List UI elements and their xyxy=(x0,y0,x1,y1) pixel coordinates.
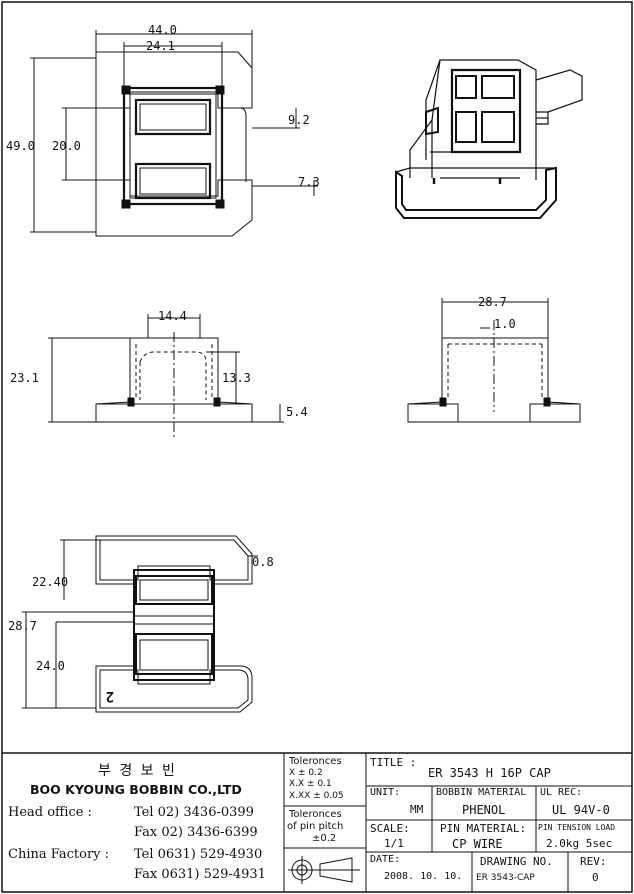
china-factory-label: China Factory : xyxy=(8,847,110,862)
dim-side-overall-width: 28.7 xyxy=(478,295,507,309)
dim-front-body-height: 13.3 xyxy=(222,371,251,385)
ul-rec-label: UL REC: xyxy=(540,787,583,798)
ul-rec-value: UL 94V-0 xyxy=(552,803,610,817)
dim-front-overall-height: 23.1 xyxy=(10,371,39,385)
top-view xyxy=(30,30,318,237)
pin-material-label: PIN MATERIAL: xyxy=(440,822,527,835)
pin-material-value: CP WIRE xyxy=(452,837,503,851)
date-label: DATE: xyxy=(370,854,401,865)
drawing-no-label: DRAWING NO. xyxy=(480,855,553,868)
dim-front-base-height: 5.4 xyxy=(286,405,308,419)
dim-bottom-overall-height: 28.7 xyxy=(8,619,37,633)
rev-value: 0 xyxy=(592,871,599,884)
pin-tension-value: 2.0kg 5sec xyxy=(546,837,613,850)
unit-label: UNIT: xyxy=(370,787,401,798)
tolerance-xxx: X.XX ± 0.05 xyxy=(289,791,344,801)
bobbin-material-label: BOBBIN MATERIAL xyxy=(436,787,527,798)
head-office-tel: Tel 02) 3436-0399 xyxy=(134,805,254,820)
tolerance-x: X ± 0.2 xyxy=(289,768,323,778)
pin-mark: 2 xyxy=(106,688,114,704)
pin-tolerance-header: Toleronces xyxy=(289,809,342,820)
isometric-view xyxy=(395,59,583,219)
title-label: TITLE : xyxy=(370,756,417,769)
dim-top-lower-offset: 7.3 xyxy=(298,175,320,189)
dim-front-inner-width: 14.4 xyxy=(158,309,187,323)
head-office-label: Head office : xyxy=(8,805,92,820)
title-block-frame xyxy=(2,752,632,892)
side-view xyxy=(407,298,581,423)
drawing-no-value: ER 3543-CAP xyxy=(476,873,535,883)
date-value: 2008. 10. 10. xyxy=(384,871,463,882)
dim-top-overall-height: 49.0 xyxy=(6,139,35,153)
dim-top-window-span: 20.0 xyxy=(52,139,81,153)
tolerances-header: Toleronces xyxy=(289,756,342,767)
pin-tension-label: PIN TENSION LOAD xyxy=(538,823,616,832)
title-value: ER 3543 H 16P CAP xyxy=(428,766,551,780)
scale-label: SCALE: xyxy=(370,822,410,835)
dim-top-overall-width: 44.0 xyxy=(148,23,177,37)
dim-bottom-lower-offset: 24.0 xyxy=(36,659,65,673)
dim-bottom-upper-offset: 22.40 xyxy=(32,575,68,589)
company-name-english: BOO KYOUNG BOBBIN CO.,LTD xyxy=(30,782,242,797)
front-view xyxy=(48,314,284,438)
pin-tolerance-line2: of pin pitch xyxy=(287,821,344,832)
pin-tolerance-value: ±0.2 xyxy=(312,833,337,844)
scale-value: 1/1 xyxy=(384,837,404,850)
tolerance-xx: X.X ± 0.1 xyxy=(289,779,332,789)
dim-top-inner-width: 24.1 xyxy=(146,39,175,53)
unit-value: MM xyxy=(410,803,424,816)
head-office-fax: Fax 02) 3436-6399 xyxy=(134,825,258,840)
dim-top-upper-offset: 9.2 xyxy=(288,113,310,127)
china-factory-tel: Tel 0631) 529-4930 xyxy=(134,847,263,862)
dim-bottom-thickness: 0.8 xyxy=(252,555,274,569)
rev-label: REV: xyxy=(580,855,607,868)
bottom-view xyxy=(22,535,258,713)
dim-side-wall: 1.0 xyxy=(494,317,516,331)
china-factory-fax: Fax 0631) 529-4931 xyxy=(134,867,266,882)
company-name-korean: 부 경 보 빈 xyxy=(98,763,177,779)
bobbin-material-value: PHENOL xyxy=(462,803,506,817)
